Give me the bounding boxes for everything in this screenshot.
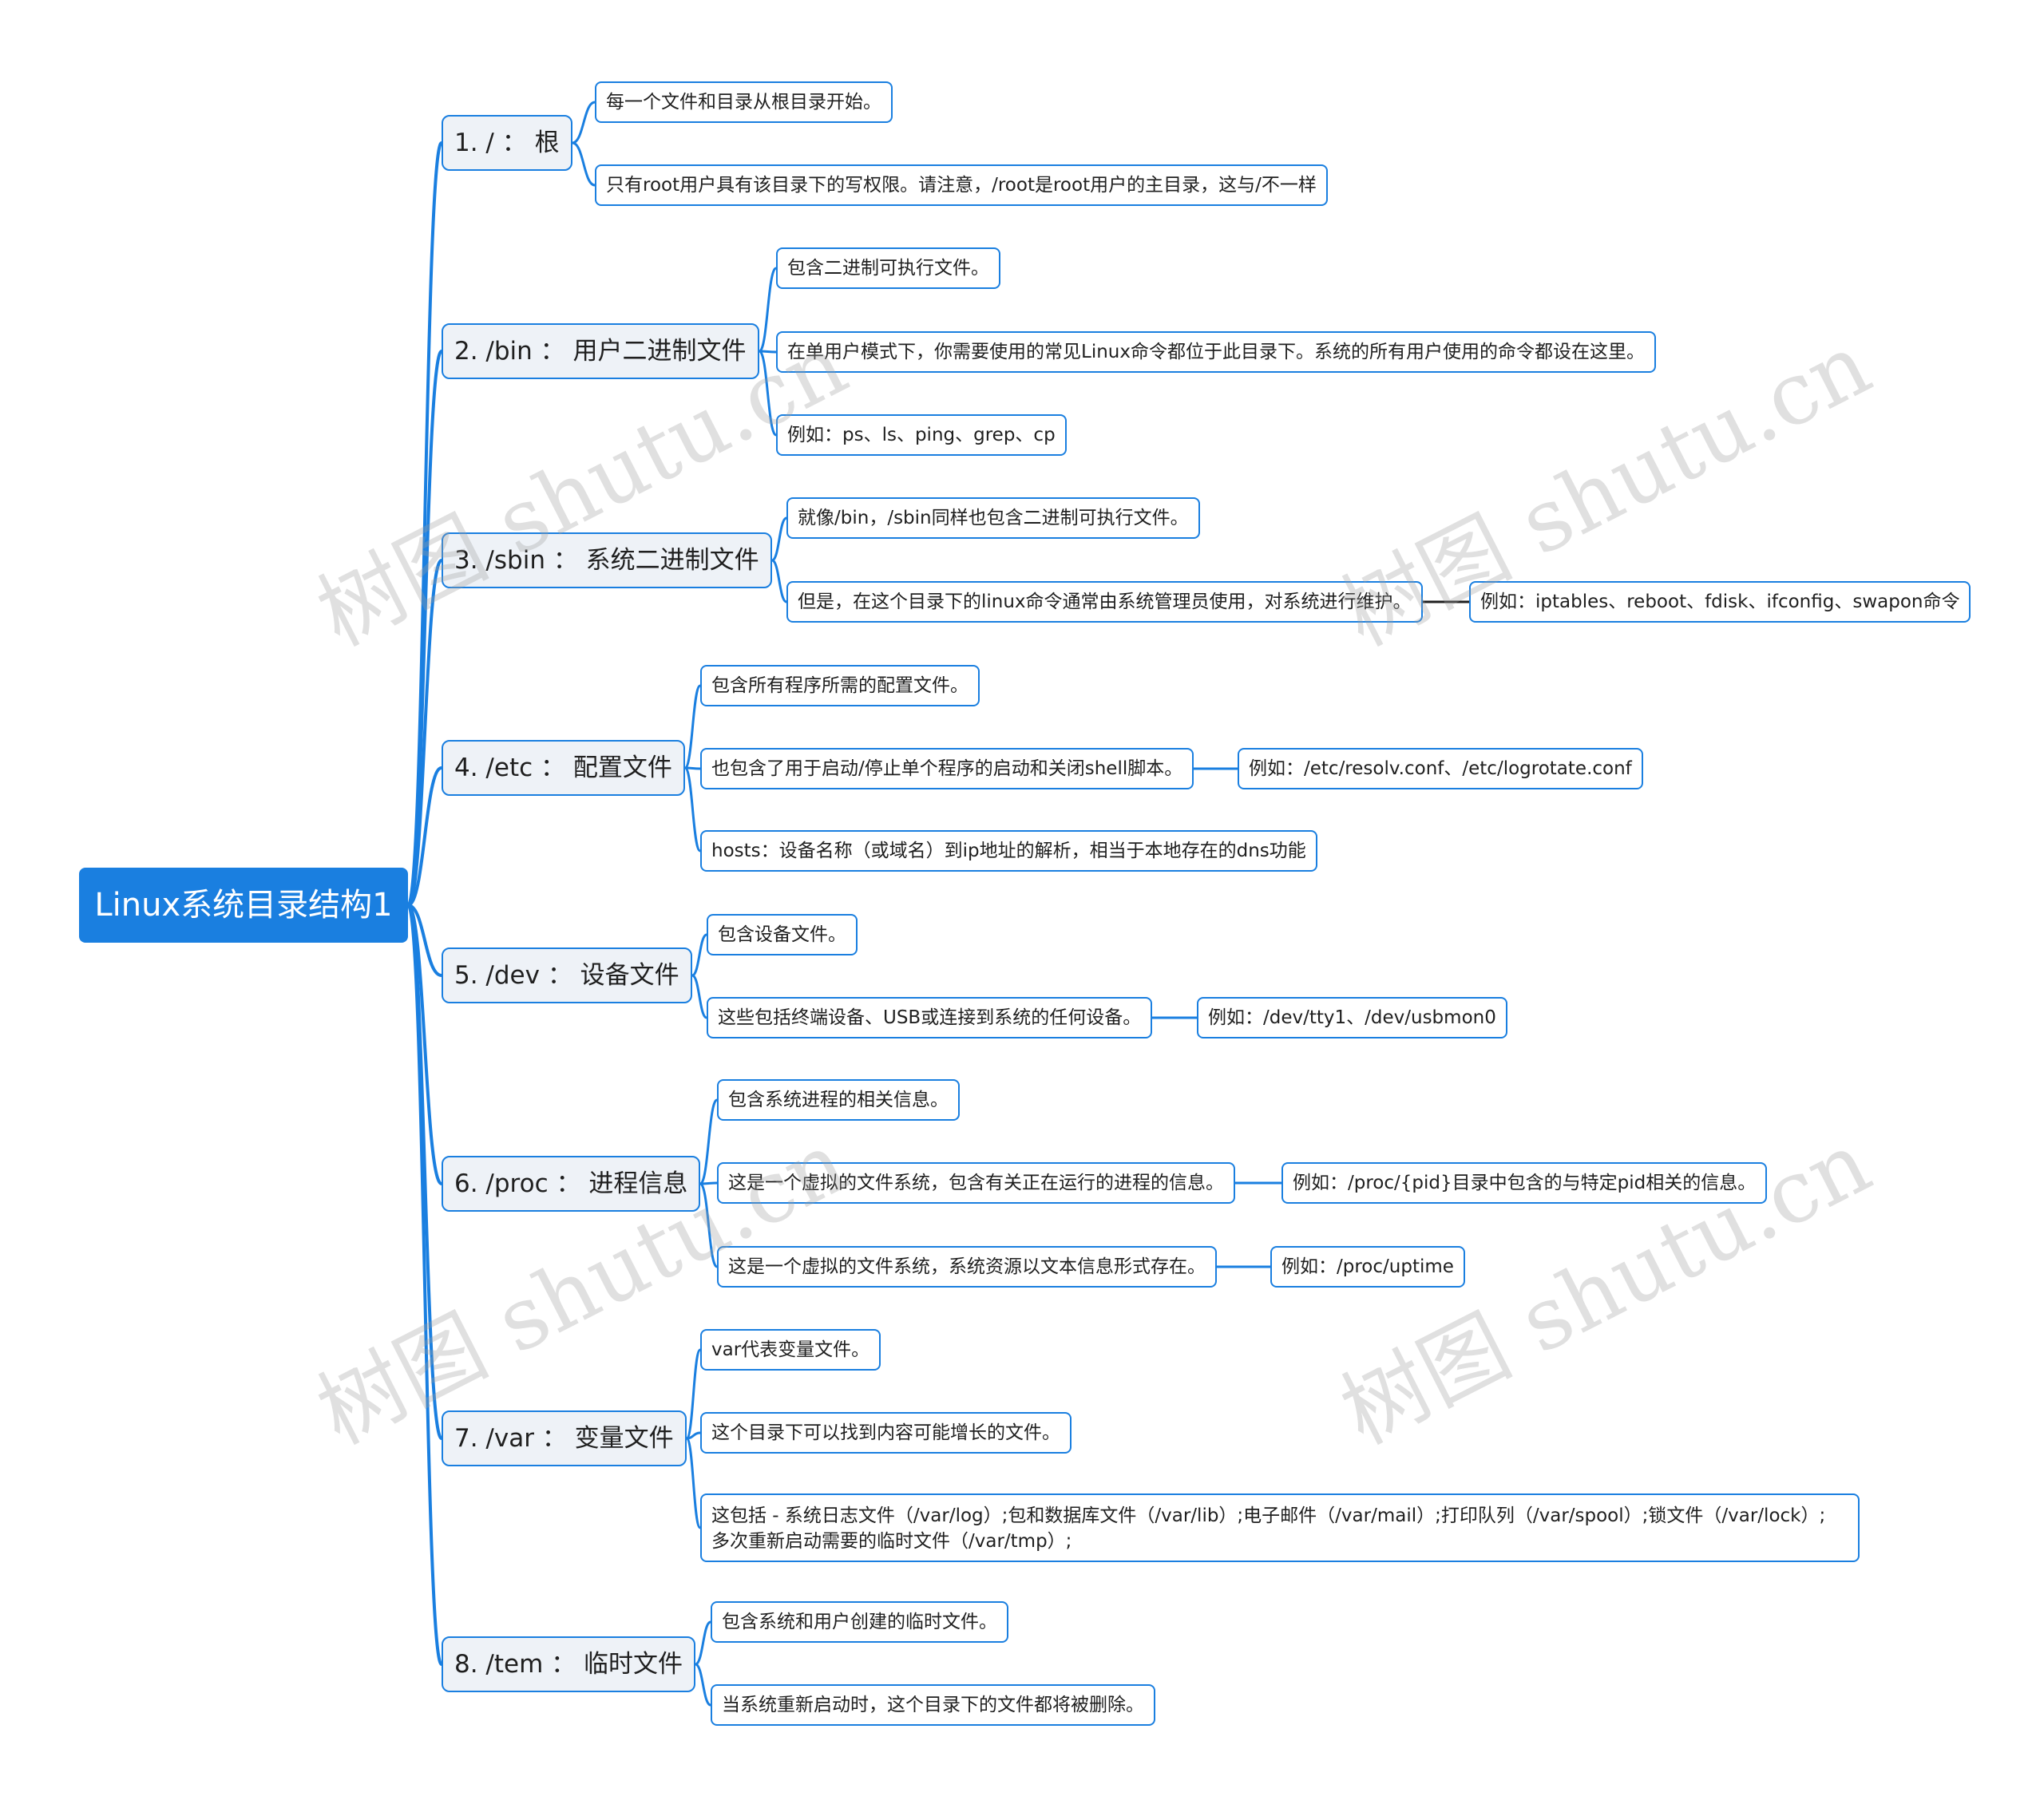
leaf-etc-1[interactable]: 包含所有程序所需的配置文件。 xyxy=(700,665,980,706)
leaf-proc-1[interactable]: 包含系统进程的相关信息。 xyxy=(717,1079,960,1121)
connector-curve xyxy=(685,1348,702,1440)
branch-proc[interactable]: 6. /proc ： 进程信息 xyxy=(442,1156,701,1212)
connector-curve xyxy=(406,559,443,907)
branch-etc[interactable]: 4. /etc ： 配置文件 xyxy=(442,740,685,796)
leaf-var-3-line-2: 多次重新启动需要的临时文件（/var/tmp）; xyxy=(711,1531,1072,1552)
connector-curve xyxy=(407,766,442,907)
branch-dev[interactable]: 5. /dev ： 设备文件 xyxy=(442,947,692,1003)
leaf-var-1[interactable]: var代表变量文件。 xyxy=(700,1329,881,1371)
leaf-proc-2[interactable]: 这是一个虚拟的文件系统，包含有关正在运行的进程的信息。 xyxy=(717,1162,1235,1204)
leaf-root-dir-1[interactable]: 每一个文件和目录从根目录开始。 xyxy=(595,81,893,123)
leaf-var-3[interactable]: 这包括 - 系统日志文件（/var/log）;包和数据库文件（/var/lib）… xyxy=(700,1493,1860,1562)
example-proc-2[interactable]: 例如：/proc/uptime xyxy=(1270,1246,1465,1288)
leaf-etc-3[interactable]: hosts：设备名称（或域名）到ip地址的解析，相当于本地存在的dns功能 xyxy=(700,830,1317,872)
connector-curve xyxy=(685,1437,702,1529)
branch-root-dir[interactable]: 1. / ： 根 xyxy=(442,115,572,171)
leaf-proc-3[interactable]: 这是一个虚拟的文件系统，系统资源以文本信息形式存在。 xyxy=(717,1246,1217,1288)
leaf-bin-3[interactable]: 例如：ps、ls、ping、grep、cp xyxy=(776,414,1067,456)
connector-curve xyxy=(699,1181,718,1185)
connector-curve xyxy=(572,141,596,187)
leaf-bin-2[interactable]: 在单用户模式下，你需要使用的常见Linux命令都位于此目录下。系统的所有用户使用… xyxy=(776,331,1656,373)
connector-curve xyxy=(695,1663,711,1707)
connector-curve xyxy=(572,101,596,144)
example-etc[interactable]: 例如：/etc/resolv.conf、/etc/logrotate.conf xyxy=(1238,748,1643,789)
connector-curve xyxy=(406,141,443,907)
connector-curve xyxy=(758,350,778,437)
example-dev[interactable]: 例如：/dev/tty1、/dev/usbmon0 xyxy=(1197,997,1507,1038)
branch-var[interactable]: 7. /var ： 变量文件 xyxy=(442,1410,687,1466)
leaf-var-3-line-1: 这包括 - 系统日志文件（/var/log）;包和数据库文件（/var/lib）… xyxy=(711,1505,1826,1526)
connector-curve xyxy=(406,350,443,907)
connector-curve xyxy=(683,766,702,853)
branch-bin[interactable]: 2. /bin ： 用户二进制文件 xyxy=(442,323,759,379)
connector-curve xyxy=(406,904,443,1666)
leaf-sbin-2[interactable]: 但是，在这个目录下的linux命令通常由系统管理员使用，对系统进行维护。 xyxy=(786,581,1423,623)
connector-curve xyxy=(407,904,442,977)
leaf-dev-2[interactable]: 这些包括终端设备、USB或连接到系统的任何设备。 xyxy=(707,997,1153,1038)
leaf-root-dir-2[interactable]: 只有root用户具有该目录下的写权限。请注意，/root是root用户的主目录，… xyxy=(595,164,1328,206)
connector-curve xyxy=(771,559,787,603)
leaf-tmp-2[interactable]: 当系统重新启动时，这个目录下的文件都将被删除。 xyxy=(711,1684,1155,1726)
example-sbin[interactable]: 例如：iptables、reboot、fdisk、ifconfig、swapon… xyxy=(1469,581,1971,623)
leaf-sbin-1[interactable]: 就像/bin，/sbin同样也包含二进制可执行文件。 xyxy=(786,497,1200,539)
branch-tmp[interactable]: 8. /tem ： 临时文件 xyxy=(442,1636,696,1692)
example-proc-1[interactable]: 例如：/proc/{pid}目录中包含的与特定pid相关的信息。 xyxy=(1281,1162,1768,1204)
root-topic[interactable]: Linux系统目录结构1 xyxy=(79,868,408,943)
connector-curve xyxy=(683,684,702,769)
connector-curve xyxy=(699,1098,719,1185)
leaf-etc-2[interactable]: 也包含了用于启动/停止单个程序的启动和关闭shell脚本。 xyxy=(700,748,1194,789)
connector-curve xyxy=(695,1620,711,1666)
connector-curve xyxy=(758,267,778,353)
connector-curve xyxy=(699,1182,719,1268)
connector-curve xyxy=(771,516,787,562)
leaf-var-2[interactable]: 这个目录下可以找到内容可能增长的文件。 xyxy=(700,1412,1072,1454)
leaf-dev-1[interactable]: 包含设备文件。 xyxy=(707,914,858,955)
leaf-bin-1[interactable]: 包含二进制可执行文件。 xyxy=(776,247,1000,289)
branch-sbin[interactable]: 3. /sbin ： 系统二进制文件 xyxy=(442,532,772,588)
connector-curve xyxy=(691,974,707,1019)
connector-curve xyxy=(691,933,707,977)
leaf-tmp-1[interactable]: 包含系统和用户创建的临时文件。 xyxy=(711,1601,1008,1643)
